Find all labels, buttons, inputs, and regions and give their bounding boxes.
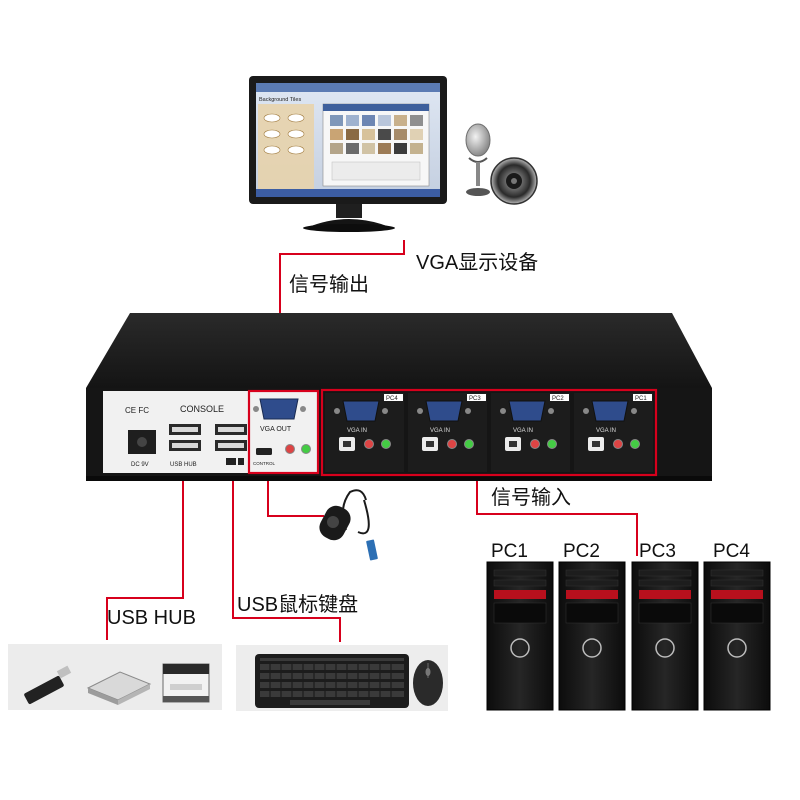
pc-tower: PC2: [559, 541, 625, 710]
microphone-icon: [466, 124, 490, 196]
vga-in-label: VGA IN: [347, 428, 367, 434]
pc-port-module: PC2 VGA IN: [491, 393, 570, 472]
vga-monitor: Background Tiles: [249, 76, 447, 232]
kvm-switch: CE FC CONSOLE DC 9V USB HUB VGA OUT CO: [86, 313, 712, 481]
pc-tower: PC4: [704, 541, 770, 710]
mic-in-jack[interactable]: [614, 440, 623, 449]
dc-label: DC 9V: [131, 462, 149, 468]
ce-fc-mark: CE FC: [125, 406, 149, 415]
monitor-window-title: Background Tiles: [259, 97, 301, 103]
pc-port-label: PC2: [552, 396, 564, 402]
vga-in-connector[interactable]: [426, 401, 462, 421]
pc-port-module: PC3 VGA IN: [408, 393, 487, 472]
mouse-icon: [413, 660, 443, 706]
pc-tower: PC1: [487, 541, 553, 710]
usb-hub-port-label: USB HUB: [170, 462, 197, 468]
keyboard-mouse-port-icon: [226, 458, 244, 465]
control-label: CONTROL: [253, 461, 275, 466]
control-port[interactable]: [256, 448, 272, 455]
pc-port-label: PC4: [386, 396, 398, 402]
console-label: CONSOLE: [180, 404, 224, 414]
usb-hub-label: USB HUB: [107, 607, 196, 629]
audio-in-jack[interactable]: [548, 440, 557, 449]
mic-in-jack[interactable]: [365, 440, 374, 449]
vga-in-connector[interactable]: [343, 401, 379, 421]
mic-in-jack[interactable]: [448, 440, 457, 449]
vga-display-label: VGA显示设备: [416, 251, 538, 274]
pc-port-module: PC1 VGA IN: [574, 393, 653, 472]
signal-output-label: 信号输出: [289, 273, 369, 296]
wired-switch-button[interactable]: [316, 490, 378, 560]
mic-jack[interactable]: [286, 445, 295, 454]
speaker-icon: [491, 158, 537, 204]
pc-port-module: PC4 VGA IN: [325, 393, 404, 472]
vga-in-label: VGA IN: [596, 428, 616, 434]
mic-in-jack[interactable]: [531, 440, 540, 449]
signal-input-label: 信号输入: [491, 486, 571, 509]
pc-label: PC1: [491, 541, 528, 562]
pc-label: PC2: [563, 541, 600, 562]
keyboard-icon: [255, 654, 409, 708]
vga-in-connector[interactable]: [592, 401, 628, 421]
usb-mouse-keyboard-label: USB鼠标键盘: [237, 593, 358, 616]
audio-jack[interactable]: [302, 445, 311, 454]
vga-in-label: VGA IN: [513, 428, 533, 434]
audio-in-jack[interactable]: [382, 440, 391, 449]
pc-label: PC4: [713, 541, 750, 562]
pc-port-label: PC1: [635, 396, 647, 402]
audio-in-jack[interactable]: [631, 440, 640, 449]
pc-label: PC3: [639, 541, 676, 562]
pc-port-label: PC3: [469, 396, 481, 402]
vga-in-label: VGA IN: [430, 428, 450, 434]
printer-icon: [163, 664, 209, 702]
vga-in-connector[interactable]: [509, 401, 545, 421]
vga-out-label: VGA OUT: [260, 426, 292, 433]
pc-tower: PC3: [632, 541, 698, 710]
audio-in-jack[interactable]: [465, 440, 474, 449]
